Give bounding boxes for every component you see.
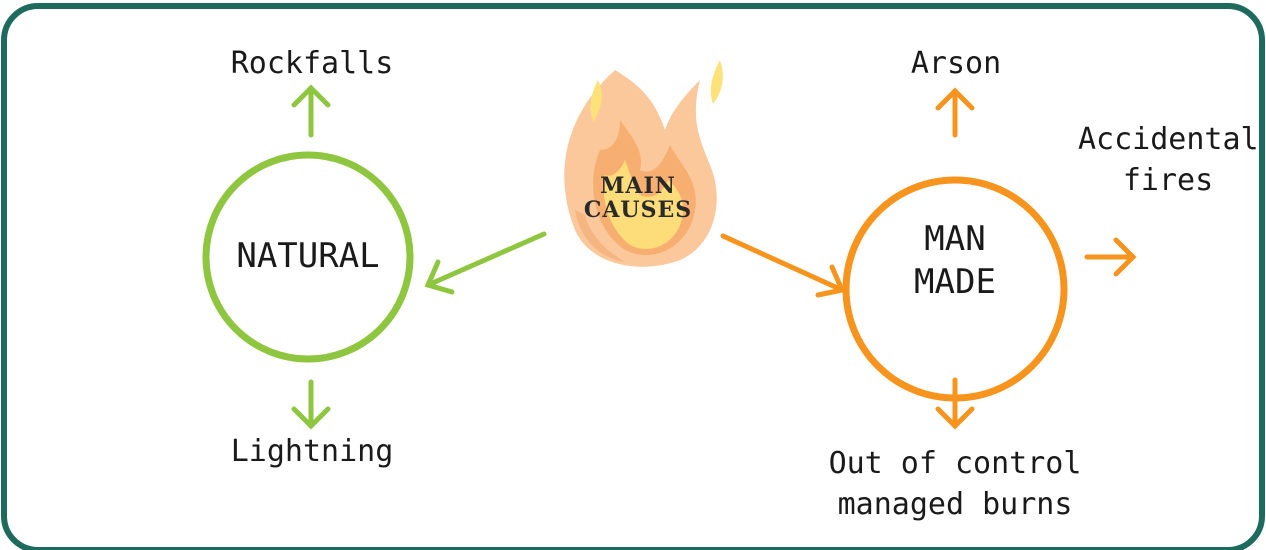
man-made-line1: MAN xyxy=(924,219,986,259)
flame-icon xyxy=(564,60,723,267)
arrow-up-arson xyxy=(935,87,975,138)
burns-line2: managed burns xyxy=(837,486,1073,522)
man-made-line2: MADE xyxy=(914,261,996,302)
frame-border xyxy=(1,3,1265,550)
burns-line1: Out of control xyxy=(828,446,1082,481)
accidental-fires-label: Accidental fires xyxy=(1078,120,1259,201)
center-title-line2: CAUSES xyxy=(583,197,693,224)
arson-label: Arson xyxy=(910,46,1002,81)
natural-circle xyxy=(202,151,414,363)
arrow-center-to-natural xyxy=(424,231,547,295)
arrow-down-burns xyxy=(935,377,975,430)
lightning-label: Lightning xyxy=(230,434,394,469)
accidental-line1: Accidental xyxy=(1078,122,1259,157)
arrow-center-to-man-made xyxy=(720,233,846,298)
out-of-control-label: Out of control managed burns xyxy=(820,444,1090,525)
man-made-label: MAN MADE xyxy=(865,218,1045,303)
center-title: MAIN CAUSES xyxy=(548,173,728,224)
center-title-line1: MAIN xyxy=(600,173,676,199)
accidental-line2: fires xyxy=(1122,162,1214,198)
arrow-up-rockfalls xyxy=(291,84,331,138)
arrow-down-lightning xyxy=(291,379,331,430)
rockfalls-label: Rockfalls xyxy=(230,46,394,81)
arrow-right-accidental xyxy=(1084,237,1137,277)
natural-label: NATURAL xyxy=(236,236,380,276)
